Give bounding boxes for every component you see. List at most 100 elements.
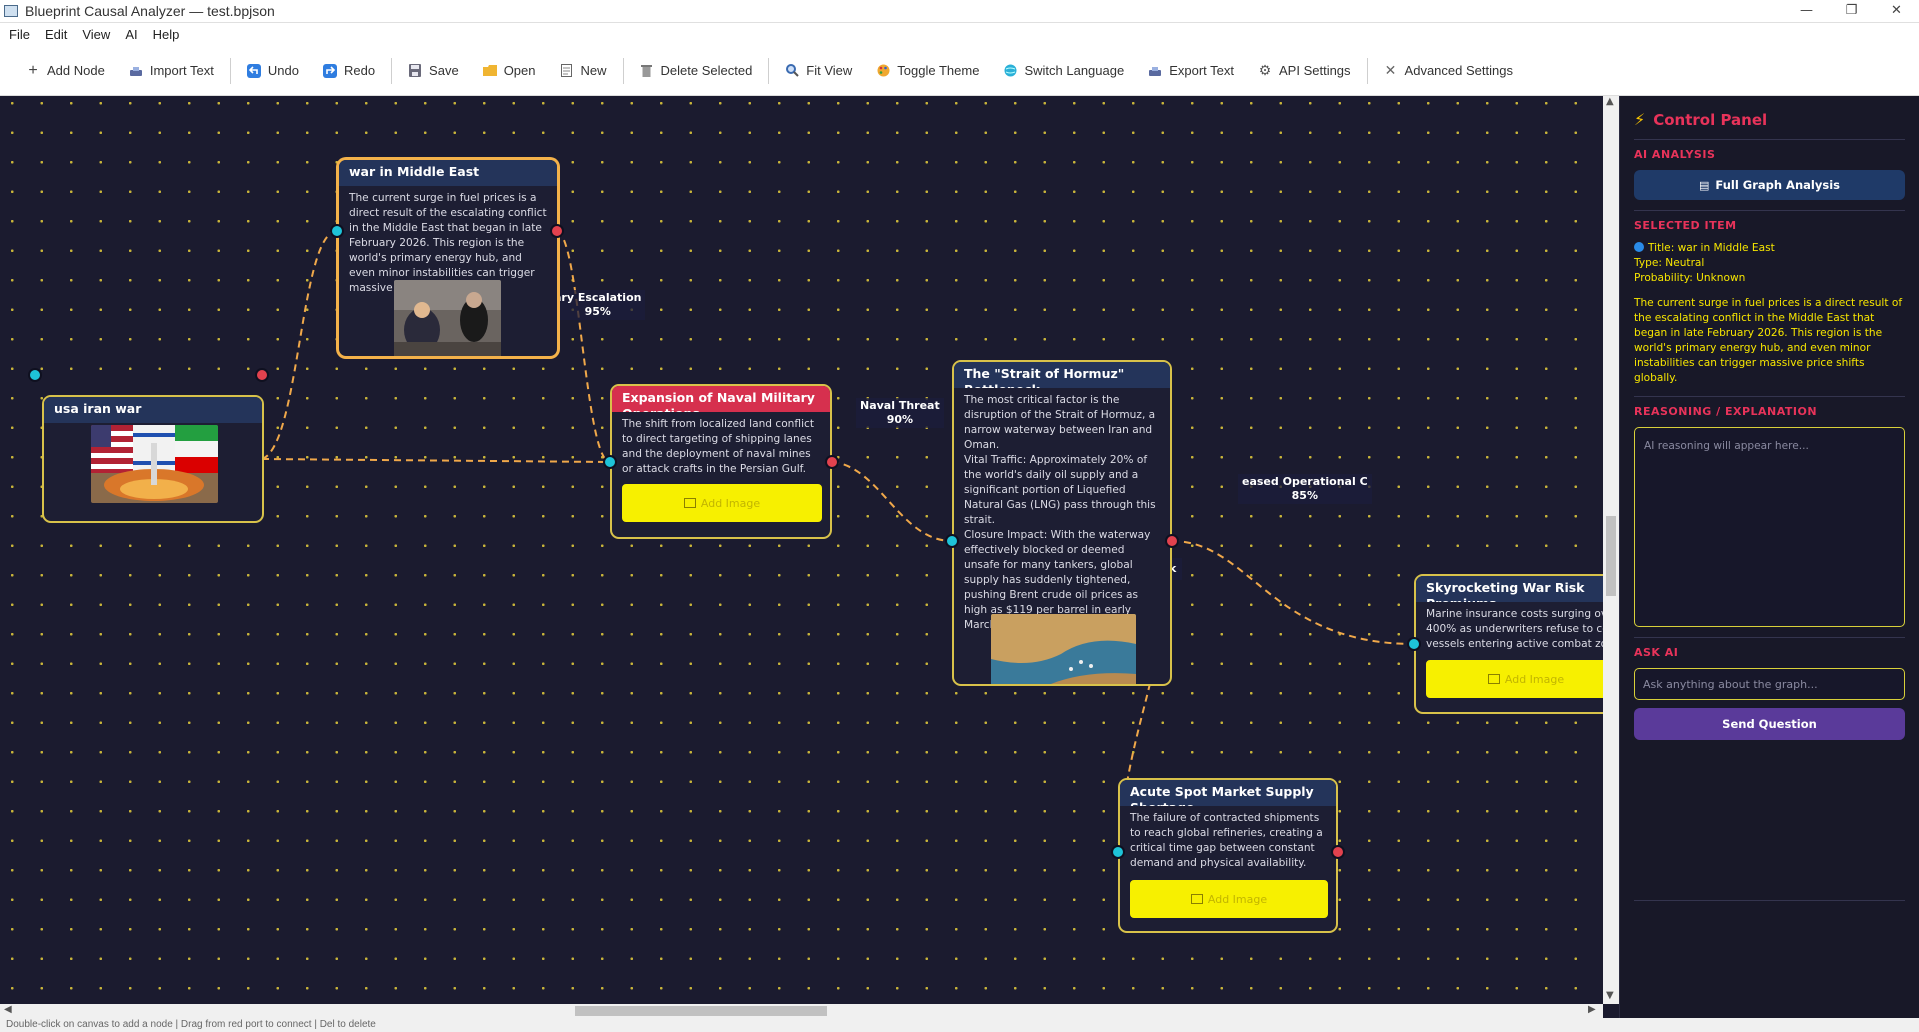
menu-edit[interactable]: Edit [44, 27, 68, 42]
fit-view-button[interactable]: Fit View [773, 56, 864, 86]
folder-icon [482, 64, 497, 78]
port-in-naval-operations[interactable] [603, 455, 617, 469]
port-out-usa-iran-war[interactable] [255, 368, 269, 382]
menu-bar: File Edit View AI Help [0, 23, 1919, 46]
add-image-button[interactable]: Add Image [1130, 880, 1328, 918]
node-description: The failure of contracted shipments to r… [1130, 812, 1323, 869]
edge-label-percent: 90% [886, 413, 914, 426]
menu-view[interactable]: View [82, 27, 111, 42]
menu-file[interactable]: File [9, 27, 30, 42]
add-image-label: Add Image [1504, 672, 1565, 686]
redo-button[interactable]: Redo [311, 56, 387, 86]
scroll-up-icon[interactable]: ▲ [1606, 96, 1614, 107]
menu-help[interactable]: Help [152, 27, 180, 42]
export-icon [1148, 64, 1162, 78]
export-text-label: Export Text [1169, 63, 1234, 78]
edge-label-name: Naval Threat [860, 399, 940, 412]
node-description: Marine insurance costs surging ov 400% a… [1426, 608, 1603, 650]
node-naval-operations[interactable]: Expansion of Naval Military Operations T… [610, 384, 832, 539]
edge-label-operational[interactable]: eased Operational C 85% [1238, 474, 1372, 504]
vertical-scroll-thumb[interactable] [1606, 516, 1616, 596]
switch-language-button[interactable]: Switch Language [991, 56, 1136, 86]
toolbar-divider [391, 57, 393, 84]
export-text-button[interactable]: Export Text [1136, 56, 1246, 86]
edge-label-military-escalation[interactable]: ary Escalation 95% [550, 290, 646, 320]
ai-analysis-header: AI ANALYSIS [1634, 148, 1716, 161]
graph-canvas[interactable]: ary Escalation 95% Naval Threat 90% ease… [0, 96, 1603, 1004]
port-in-usa-iran-war[interactable] [28, 368, 42, 382]
redo-label: Redo [343, 63, 376, 78]
node-strait-of-hormuz[interactable]: The "Strait of Hormuz" Bottleneck The mo… [952, 360, 1172, 686]
minimize-icon[interactable]: — [1800, 3, 1813, 18]
full-graph-analysis-label: Full Graph Analysis [1715, 178, 1840, 192]
maximize-icon[interactable]: ❐ [1845, 3, 1858, 18]
trash-icon [640, 64, 654, 78]
advanced-settings-button[interactable]: ✕ Advanced Settings [1372, 56, 1525, 86]
toolbar-divider [1366, 57, 1368, 84]
import-text-button[interactable]: Import Text [117, 56, 226, 86]
add-image-label: Add Image [700, 496, 761, 510]
edge-usa-iran-to-war-me[interactable] [261, 230, 338, 460]
divider [1634, 139, 1905, 140]
window-controls: — ❐ ✕ [1784, 0, 1919, 23]
port-out-naval-operations[interactable] [825, 455, 839, 469]
port-in-war-in-middle-east[interactable] [330, 224, 344, 238]
port-in-war-risk-premiums[interactable] [1407, 637, 1421, 651]
delete-selected-button[interactable]: Delete Selected [628, 56, 765, 86]
horizontal-scrollbar[interactable]: ◀ ▶ [0, 1004, 1603, 1018]
toolbar: + Add Node Import Text Undo Redo Save Op… [0, 46, 1919, 96]
node-title: The "Strait of Hormuz" Bottleneck [954, 362, 1170, 388]
save-button[interactable]: Save [396, 56, 471, 86]
divider [1634, 210, 1905, 211]
image-icon [1190, 894, 1203, 904]
node-title: Skyrocketing War Risk Premiums [1416, 576, 1603, 602]
menu-ai[interactable]: AI [125, 27, 138, 42]
node-usa-iran-war[interactable]: usa iran war [42, 395, 264, 523]
port-in-strait-of-hormuz[interactable] [945, 534, 959, 548]
vertical-scrollbar[interactable]: ▲ ▼ [1603, 96, 1619, 1004]
open-button[interactable]: Open [471, 56, 548, 86]
reasoning-header: REASONING / EXPLANATION [1634, 405, 1818, 418]
selected-description: The current surge in fuel prices is a di… [1634, 297, 1903, 384]
edge-label-name: eased Operational C [1242, 475, 1368, 488]
add-image-button[interactable]: Add Image [622, 484, 822, 522]
node-war-risk-premiums[interactable]: Skyrocketing War Risk Premiums Marine in… [1414, 574, 1603, 714]
port-out-strait-of-hormuz[interactable] [1165, 534, 1179, 548]
edge-naval-to-hormuz[interactable] [831, 461, 953, 542]
divider [1634, 900, 1905, 901]
scroll-left-icon[interactable]: ◀ [4, 1004, 12, 1015]
scroll-down-icon[interactable]: ▼ [1606, 990, 1614, 1001]
full-graph-analysis-button[interactable]: ▤ Full Graph Analysis [1634, 170, 1905, 200]
add-node-button[interactable]: + Add Node [14, 56, 117, 86]
edge-war-me-to-naval[interactable] [556, 230, 611, 463]
reasoning-box[interactable]: AI reasoning will appear here... [1634, 427, 1905, 627]
new-button[interactable]: New [548, 56, 619, 86]
api-settings-label: API Settings [1279, 63, 1351, 78]
ask-ai-input[interactable] [1634, 668, 1905, 700]
close-icon[interactable]: ✕ [1891, 3, 1902, 18]
node-war-in-middle-east[interactable]: war in Middle East The current surge in … [337, 158, 559, 358]
send-question-button[interactable]: Send Question [1634, 708, 1905, 740]
edge-label-naval-threat[interactable]: Naval Threat 90% [856, 398, 944, 428]
add-node-label: Add Node [47, 63, 105, 78]
toggle-theme-button[interactable]: Toggle Theme [864, 56, 991, 86]
port-out-war-in-middle-east[interactable] [550, 224, 564, 238]
panel-title: ⚡ Control Panel [1634, 110, 1905, 129]
horizontal-scroll-thumb[interactable] [575, 1006, 827, 1016]
edge-usa-iran-to-naval[interactable] [261, 458, 611, 463]
node-spot-market-shortage[interactable]: Acute Spot Market Supply Shortage The fa… [1118, 778, 1338, 933]
selected-type: Type: Neutral [1634, 257, 1705, 269]
node-description: The shift from localized land conflict t… [622, 418, 814, 475]
undo-button[interactable]: Undo [235, 56, 311, 86]
divider [1634, 637, 1905, 638]
toolbar-divider [622, 57, 624, 84]
edge-hormuz-to-war-risk[interactable] [1171, 540, 1415, 645]
api-settings-button[interactable]: ⚙ API Settings [1246, 56, 1363, 86]
open-label: Open [503, 63, 536, 78]
edge-label-percent: 85% [1291, 489, 1318, 502]
port-in-spot-market-shortage[interactable] [1111, 845, 1125, 859]
toolbar-divider [229, 57, 231, 84]
port-out-spot-market-shortage[interactable] [1331, 845, 1345, 859]
add-image-button[interactable]: Add Image [1426, 660, 1603, 698]
scroll-right-icon[interactable]: ▶ [1588, 1004, 1596, 1015]
